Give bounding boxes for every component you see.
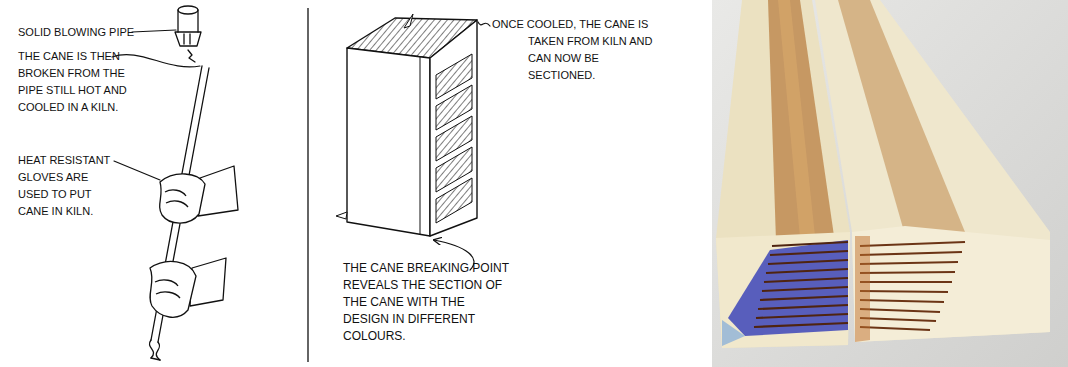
glass-cane-photo: [766, 269, 848, 273]
leader-lines: [478, 22, 490, 26]
glass-cane-photo: [754, 242, 848, 327]
annotation-text: THE CANE IS THEN BROKEN FROM THE PIPE ST…: [18, 48, 127, 116]
blowing-pipe-sketch: [175, 32, 201, 46]
leader-lines: [132, 30, 176, 32]
blowing-pipe-sketch: [178, 6, 198, 14]
glass-cane-photo: [860, 318, 936, 321]
glass-cane-photo: [860, 300, 944, 302]
annotation-text: HEAT RESISTANT GLOVES ARE USED TO PUT CA…: [18, 152, 114, 220]
glass-cane-sketch: [149, 340, 153, 358]
glass-cane-photo: [762, 287, 848, 291]
glass-cane-photo: [815, 0, 1050, 342]
glass-cane-photo: [860, 327, 930, 330]
glove-sketch: [150, 261, 196, 317]
blowing-pipe-sketch: [177, 10, 178, 32]
glass-cane-photo: [860, 242, 965, 330]
cane-block-sketch: [436, 178, 472, 223]
glass-cane-photo: [852, 226, 1050, 342]
glass-cane-sketch: [151, 358, 160, 360]
glove-sketch: [155, 280, 178, 286]
glass-cane-photo: [722, 320, 745, 346]
leader-lines: [114, 161, 160, 180]
glass-cane-photo: [772, 242, 848, 246]
glass-cane-photo: [756, 314, 848, 318]
annotation-text: SOLID BLOWING PIPE: [18, 24, 188, 41]
glass-cane-photo: [860, 272, 955, 273]
blowing-pipe-sketch: [175, 6, 201, 62]
glass-cane-photo: [860, 309, 940, 312]
glass-cane-photo: [768, 260, 848, 264]
cane-block-sketch: [430, 20, 477, 236]
glass-cane-photo: [758, 305, 848, 309]
glass-cane-photo: [770, 251, 848, 255]
blowing-pipe-sketch: [197, 10, 198, 32]
glove-sketch: [160, 174, 205, 223]
glass-cane-photo: [838, 0, 965, 235]
glass-cane-photo: [860, 291, 948, 292]
cane-block-sketch: [336, 212, 347, 219]
glass-cane-photo: [860, 242, 965, 246]
glass-cane-photo: [778, 0, 815, 238]
glass-cane-photo: [754, 323, 848, 327]
cane-block-sketch: [404, 14, 413, 28]
glove-sketch: [190, 258, 226, 306]
blowing-pipe-sketch: [183, 34, 184, 44]
glass-cane-photo: [712, 0, 1068, 367]
cane-block-sketch: [347, 48, 430, 236]
glass-cane-sketch: [156, 342, 160, 360]
glove-sketch: [166, 201, 188, 207]
cane-block-sketch: [420, 57, 421, 234]
glass-cane-photo: [728, 240, 848, 336]
leader-lines: [112, 30, 200, 180]
leader-lines: [434, 22, 490, 270]
cane-block-sketch: [336, 14, 477, 236]
annotation-text: THE CANE BREAKING POINT REVEALS THE SECT…: [343, 260, 512, 345]
glass-cane-photo: [860, 252, 962, 255]
glove-sketch: [165, 190, 186, 196]
glove-sketch: [150, 166, 238, 317]
glove-sketch: [156, 292, 180, 298]
blowing-pipe-sketch: [188, 50, 195, 62]
glass-cane-photo: [760, 296, 848, 300]
annotation-text: ONCE COOLED, THE CANE IS TAKEN FROM KILN…: [492, 16, 668, 84]
glass-cane-photo: [860, 281, 952, 283]
glass-cane-photo: [712, 0, 1068, 367]
blowing-pipe-sketch: [189, 34, 190, 44]
glass-cane-photo: [860, 262, 958, 264]
panel-divider: [307, 8, 308, 362]
glass-cane-photo: [855, 236, 870, 342]
leader-lines: [112, 55, 200, 67]
glass-cane-photo: [764, 278, 848, 282]
glass-cane-photo: [716, 232, 850, 348]
